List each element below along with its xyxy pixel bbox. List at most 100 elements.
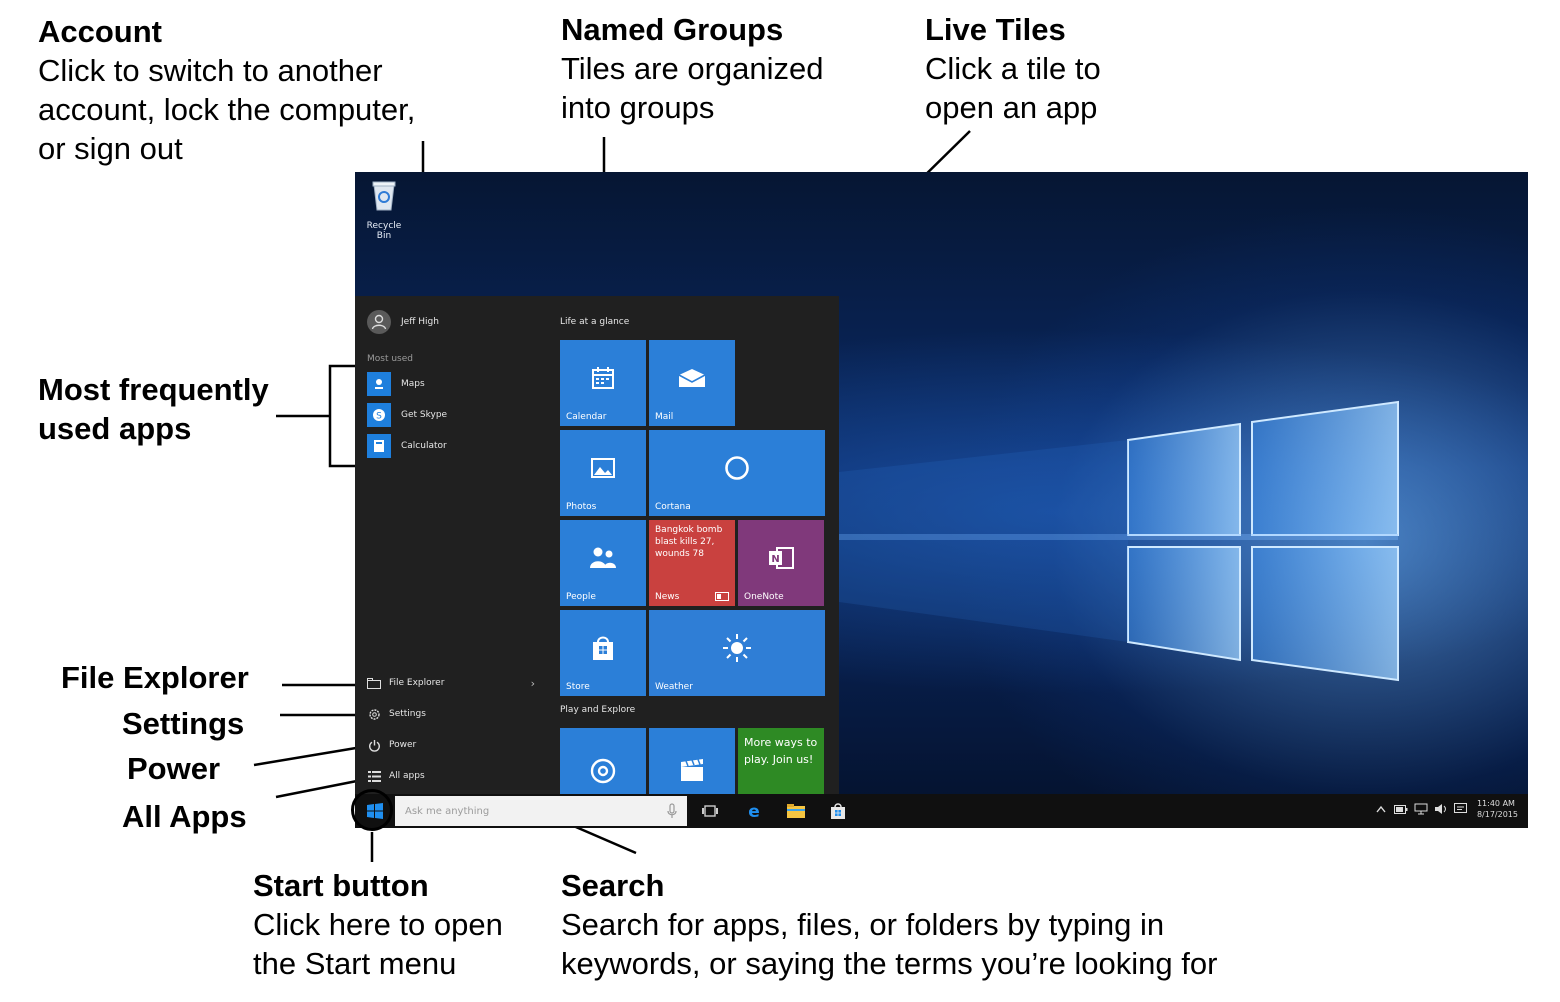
live-tiles-annotation-line: open an app [925, 90, 1098, 125]
svg-text:S: S [376, 412, 382, 422]
network-icon[interactable] [1414, 803, 1428, 815]
start-button-highlight [351, 789, 393, 831]
task-view-button[interactable] [700, 802, 720, 820]
most-used-annotation: Most frequently used apps [38, 370, 269, 448]
group-label-life-at-a-glance: Life at a glance [560, 317, 630, 327]
tile-label: OneNote [744, 592, 784, 602]
account-annotation-line: or sign out [38, 131, 183, 166]
power-button[interactable]: Power [365, 738, 541, 752]
recycle-bin[interactable]: Recycle Bin [361, 178, 407, 241]
account-annotation-line: account, lock the computer, [38, 92, 416, 127]
svg-text:N: N [771, 554, 779, 565]
tile-label: News [655, 592, 680, 602]
tile-label: Cortana [655, 502, 691, 512]
most-used-annotation-line: Most frequently [38, 372, 269, 407]
app-label: Calculator [401, 441, 447, 451]
file-explorer-annotation: File Explorer [61, 660, 249, 695]
tile-label: Photos [566, 502, 597, 512]
file-explorer-label: File Explorer [389, 678, 445, 688]
start-menu: Jeff High Most used Maps S Get Skype Cal [355, 296, 839, 794]
news-headline: Bangkok bomb blast kills 27, wounds 78 [655, 525, 723, 559]
clock-time: 11:40 AM [1476, 799, 1515, 808]
all-apps-annotation: All Apps [122, 799, 247, 834]
tile-groove-music[interactable] [560, 728, 646, 794]
tile-calendar[interactable]: Calendar [560, 340, 646, 426]
all-apps-button[interactable]: All apps [365, 769, 541, 783]
search-input[interactable] [395, 797, 657, 825]
power-label: Power [389, 740, 417, 750]
photos-icon [591, 457, 615, 478]
tile-label: Weather [655, 682, 693, 692]
action-center-icon[interactable] [1453, 803, 1467, 815]
tile-cortana[interactable]: Cortana [649, 430, 825, 516]
chevron-right-icon[interactable]: › [530, 676, 535, 690]
battery-icon[interactable] [1393, 804, 1408, 814]
taskbar: e 11:40 AM 8/17/2015 [355, 794, 1528, 828]
xbox-promo-text: More ways to play. Join us! [744, 736, 818, 766]
tile-label: People [566, 592, 596, 602]
start-button-annotation: Start button Click here to open the Star… [253, 866, 503, 983]
clock-date: 8/17/2015 [1476, 810, 1518, 819]
avatar [367, 310, 391, 334]
store-icon [593, 636, 613, 660]
recycle-bin-icon [372, 181, 396, 211]
start-button-annotation-title: Start button [253, 868, 429, 903]
list-item-maps[interactable]: Maps [367, 372, 425, 396]
store-taskbar-button[interactable] [828, 802, 848, 820]
skype-icon: S [367, 403, 391, 427]
calendar-icon [592, 366, 614, 389]
start-button-annotation-line: the Start menu [253, 946, 457, 981]
account-button[interactable]: Jeff High [367, 310, 439, 334]
settings-button[interactable]: Settings [365, 707, 541, 721]
edge-button[interactable]: e [744, 802, 764, 820]
system-tray: 11:40 AM 8/17/2015 [1376, 798, 1518, 820]
tile-onenote[interactable]: N OneNote [738, 520, 824, 606]
search-box[interactable] [395, 796, 687, 826]
named-groups-annotation-line: Tiles are organized [561, 51, 824, 86]
music-disc-icon [590, 758, 616, 784]
power-leader [253, 745, 363, 767]
clock[interactable]: 11:40 AM 8/17/2015 [1477, 798, 1518, 820]
store-bag-icon [831, 803, 845, 819]
mail-icon [678, 368, 706, 387]
file-explorer-button[interactable]: File Explorer › [365, 676, 541, 690]
tile-photos[interactable]: Photos [560, 430, 646, 516]
search-annotation-line: Search for apps, files, or folders by ty… [561, 907, 1165, 942]
live-tiles-annotation-line: Click a tile to [925, 51, 1101, 86]
chevron-up-icon[interactable] [1376, 805, 1386, 813]
settings-annotation: Settings [122, 706, 245, 741]
all-apps-leader [275, 778, 363, 799]
maps-icon [367, 372, 391, 396]
clapperboard-icon [681, 759, 703, 781]
list-item-get-skype[interactable]: S Get Skype [367, 403, 447, 427]
tile-store[interactable]: Store [560, 610, 646, 696]
app-label: Get Skype [401, 410, 448, 420]
desktop-screen: Recycle Bin Jeff High Most used Maps [355, 172, 1528, 828]
tile-people[interactable]: People [560, 520, 646, 606]
volume-icon[interactable] [1434, 803, 1448, 815]
recycle-bin-label: Recycle Bin [366, 221, 402, 241]
tile-weather[interactable]: Weather [649, 610, 825, 696]
user-name: Jeff High [401, 317, 439, 327]
file-explorer-taskbar-button[interactable] [786, 802, 806, 820]
live-tiles-annotation: Live Tiles Click a tile to open an app [925, 10, 1101, 127]
svg-text:e: e [748, 802, 760, 820]
gear-icon [365, 707, 383, 721]
sun-icon [723, 633, 751, 662]
folder-icon [787, 804, 805, 818]
windows-wallpaper-logo [839, 400, 1399, 682]
edge-icon: e [748, 802, 760, 820]
account-annotation-title: Account [38, 14, 162, 49]
list-icon [365, 769, 383, 783]
onenote-icon: N [769, 546, 794, 569]
list-item-calculator[interactable]: Calculator [367, 434, 447, 458]
tile-label: Mail [655, 412, 674, 422]
named-groups-annotation: Named Groups Tiles are organized into gr… [561, 10, 824, 127]
tile-news[interactable]: Bangkok bomb blast kills 27, wounds 78 N… [649, 520, 735, 606]
microphone-icon[interactable] [667, 803, 677, 819]
tile-mail[interactable]: Mail [649, 340, 735, 426]
tile-xbox[interactable]: More ways to play. Join us! [738, 728, 824, 794]
tile-movies-tv[interactable] [649, 728, 735, 794]
most-used-label: Most used [367, 354, 413, 364]
search-annotation-line: keywords, or saying the terms you’re loo… [561, 946, 1218, 981]
